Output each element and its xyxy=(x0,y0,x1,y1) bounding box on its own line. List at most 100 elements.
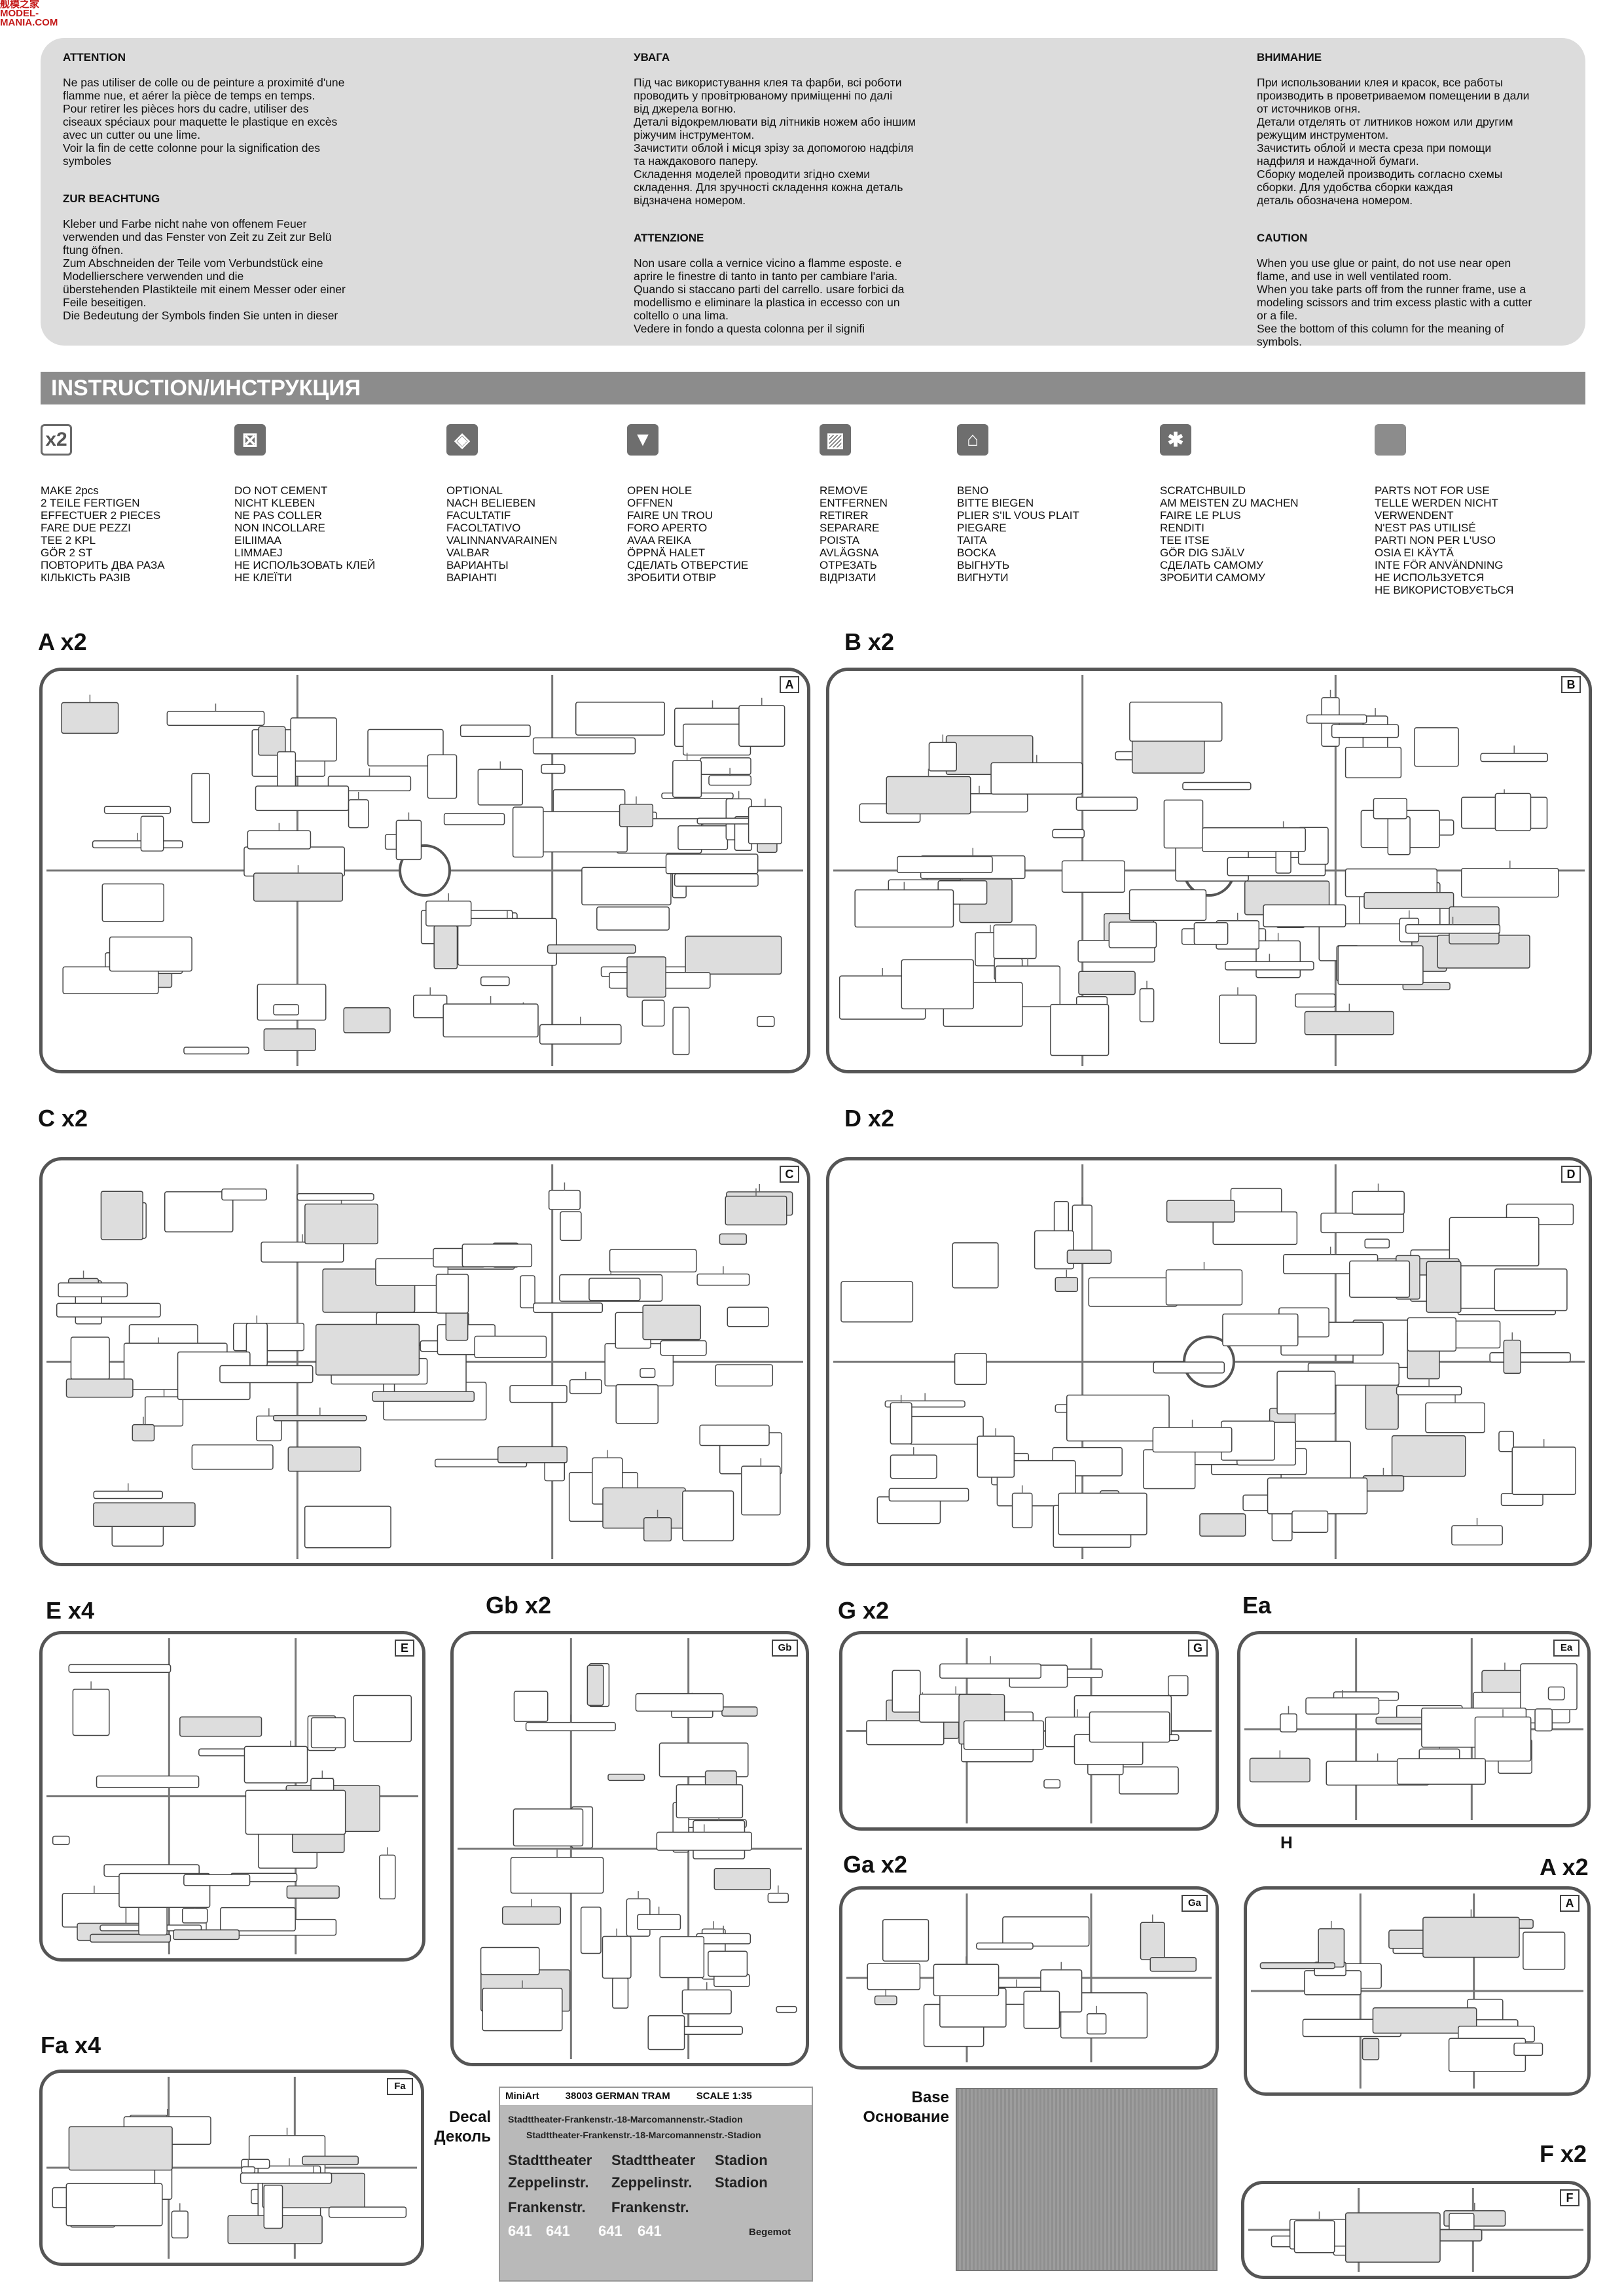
sprue-part xyxy=(173,1929,240,1941)
sprue-part xyxy=(532,737,636,755)
sprue-part xyxy=(1108,922,1157,948)
sprue-part xyxy=(677,825,729,850)
sprue-part xyxy=(741,1465,781,1516)
sprue-drawing xyxy=(46,1164,803,1559)
sprue-part xyxy=(708,1950,748,1977)
sprue-part xyxy=(1165,1269,1243,1306)
optional-icon: ◈ xyxy=(446,424,478,456)
sprue-part xyxy=(166,711,265,726)
decal-frankenstr-1: Frankenstr. xyxy=(508,2199,586,2215)
sprue-letter-Ea: Ea xyxy=(1553,1640,1579,1657)
sprue-part xyxy=(1304,1011,1394,1035)
sprue-part xyxy=(52,1835,70,1845)
symbol-text: OPEN HOLE OFFNEN FAIRE UN TROU FORO APER… xyxy=(627,484,749,584)
warning-text-en: When you use glue or paint, do not use n… xyxy=(1257,257,1532,348)
sprue-part xyxy=(1023,1990,1060,2029)
sprue-part xyxy=(273,1414,367,1422)
sprue-part xyxy=(140,816,164,852)
symbol-text: BENO BITTE BIEGEN PLIER S'IL VOUS PLAIT … xyxy=(957,484,1079,584)
sprue-part xyxy=(1143,1449,1196,1490)
symbol-optional: ◈OPTIONAL NACH BELIEBEN FACULTATIF FACOL… xyxy=(446,424,630,584)
sprue-part xyxy=(457,918,558,966)
sprue-part xyxy=(1318,1928,1345,1968)
sprue-part xyxy=(1348,1260,1411,1298)
sprue-part xyxy=(480,1946,540,1975)
sprue-part xyxy=(575,702,666,736)
sprue-frame-C: C xyxy=(39,1157,810,1566)
warning-col-ru-en: ВНИМАНИЕ При использовании клея и красок… xyxy=(1257,51,1571,373)
decal-header: MiniArt 38003 GERMAN TRAM SCALE 1:35 xyxy=(500,2088,812,2105)
sprue-part xyxy=(219,1907,296,1931)
sprue-part xyxy=(672,760,702,798)
warning-col-fr-de: ATTENTION Ne pas utiliser de colle ou de… xyxy=(63,51,429,347)
sprue-title-Ea: Ea xyxy=(1242,1592,1272,1619)
sprue-frame-Ga: Ga xyxy=(839,1886,1219,2070)
sprue-part xyxy=(1405,924,1501,934)
sprue-part xyxy=(776,2005,797,2013)
warning-title-ru: ВНИМАНИЕ xyxy=(1257,51,1322,63)
sprue-part xyxy=(539,1024,622,1045)
sprue-part xyxy=(1474,1716,1532,1762)
sprue-part xyxy=(191,1444,274,1470)
decal-number-1: 641 xyxy=(508,2223,532,2239)
sprue-part xyxy=(1263,904,1346,927)
sprue-part xyxy=(442,1003,539,1037)
sprue-part xyxy=(474,1335,547,1358)
sprue-part xyxy=(867,1963,921,1990)
sprue-frame-Ea: Ea xyxy=(1237,1631,1591,1827)
sprue-frame-G: G xyxy=(839,1631,1219,1831)
sprue-part xyxy=(253,872,344,902)
sprue-part xyxy=(586,1664,604,1706)
base-texture xyxy=(956,2088,1218,2271)
sprue-part xyxy=(721,1706,758,1717)
sprue-part xyxy=(1449,1217,1540,1266)
sprue-part xyxy=(1139,988,1155,1022)
sprue-part xyxy=(367,728,444,767)
sprue-part xyxy=(1547,1686,1565,1700)
sprue-part xyxy=(1422,1916,1520,1958)
sprue-part xyxy=(1364,1238,1390,1249)
sprue-part xyxy=(183,1874,251,1886)
sprue-part xyxy=(696,1933,751,1945)
sprue-part xyxy=(1414,727,1459,767)
sprue-part xyxy=(939,1663,1041,1679)
sprue-part xyxy=(699,1424,770,1446)
sprue-part xyxy=(656,1831,752,1851)
sprue-part xyxy=(1503,1339,1521,1374)
sprue-part xyxy=(435,1274,469,1314)
sprue-part xyxy=(596,906,670,931)
sprue-part xyxy=(748,806,782,844)
sprue-part xyxy=(1293,2220,1335,2253)
sprue-drawing xyxy=(846,1893,1212,2062)
sprue-part xyxy=(460,725,531,738)
sprue-part xyxy=(263,2185,283,2229)
sprue-part xyxy=(1337,945,1424,986)
sprue-part xyxy=(1259,1962,1336,1969)
sprue-part xyxy=(642,1304,702,1340)
sprue-drawing xyxy=(46,1638,418,1954)
sprue-part xyxy=(541,764,566,774)
sprue-part xyxy=(144,1396,184,1427)
sprue-part xyxy=(612,1977,629,2009)
sprue-drawing xyxy=(46,2077,417,2259)
sprue-part xyxy=(273,1004,299,1016)
sprue-letter-A: A xyxy=(780,676,799,693)
sprue-part xyxy=(247,830,312,850)
warning-title-de: ZUR BEACHTUNG xyxy=(63,192,160,205)
sprue-part xyxy=(840,1281,914,1323)
sprue-letter-Gb: Gb xyxy=(772,1640,798,1657)
sprue-part xyxy=(1225,961,1314,971)
warning-title-en: CAUTION xyxy=(1257,232,1308,244)
decal-number-4: 641 xyxy=(638,2223,662,2239)
sprue-part xyxy=(1128,889,1207,921)
sprue-letter-E: E xyxy=(395,1640,414,1657)
sprue-part xyxy=(525,1721,616,1732)
sprue-part xyxy=(672,1007,690,1056)
sprue-part xyxy=(1140,1922,1165,1960)
sprue-part xyxy=(1149,1956,1197,1972)
decal-number-3: 641 xyxy=(598,2223,623,2239)
sprue-part xyxy=(183,1047,249,1055)
sprue-part xyxy=(676,1784,744,1819)
sprue-part xyxy=(191,772,210,823)
